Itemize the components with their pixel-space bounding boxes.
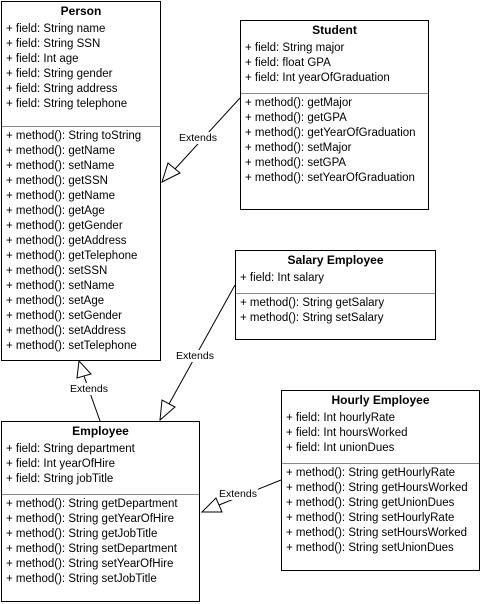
fields-section: + field: Int salary [236, 269, 435, 293]
edge-label-hourly: Extends [218, 488, 258, 500]
method: + method(): setName [6, 280, 115, 292]
method: + method(): setTelephone [6, 340, 137, 352]
method: + method(): getName [6, 190, 115, 202]
method: + method(): String getYearOfHire [6, 513, 175, 525]
field: + field: String SSN [6, 38, 101, 50]
class-title: Employee [72, 424, 129, 438]
fields-section: + field: Int hourlyRate + field: Int hou… [282, 409, 479, 463]
field: + field: String jobTitle [6, 473, 114, 485]
methods-section: + method(): String getSalary + method():… [236, 293, 435, 326]
class-title: Person [60, 4, 102, 18]
method: + method(): getSSN [6, 175, 108, 187]
arrowhead-student-person [161, 162, 181, 183]
method: + method(): setAddress [6, 325, 126, 337]
edge-salary-employee [168, 284, 236, 405]
field: + field: String major [245, 42, 345, 54]
field: + field: Int age [6, 53, 79, 65]
arrowhead-salary-employee [159, 399, 176, 422]
method: + method(): String getHoursWorked [286, 482, 468, 494]
method: + method(): setMajor [245, 142, 352, 154]
method: + method(): setSSN [6, 265, 108, 277]
field: + field: Int hoursWorked [286, 427, 408, 439]
method: + method(): setGPA [245, 157, 347, 169]
method: + method(): String setHourlyRate [286, 512, 455, 524]
class-student: Student + field: String major + field: f… [240, 20, 429, 210]
field: + field: String gender [6, 68, 113, 80]
class-title: Student [312, 23, 357, 37]
methods-section: + method(): String getHourlyRate + metho… [282, 463, 479, 556]
method: + method(): getAge [6, 205, 105, 217]
fields-section: + field: String name + field: String SSN… [2, 20, 160, 126]
method: + method(): String setUnionDues [286, 542, 454, 554]
field: + field: Int unionDues [286, 442, 395, 454]
method: + method(): String setSalary [240, 312, 384, 324]
arrowhead-hourly-employee [200, 497, 223, 513]
method: + method(): setName [6, 160, 115, 172]
arrowhead-employee-person [76, 359, 92, 379]
method: + method(): String getHourlyRate [286, 467, 456, 479]
field: + field: Int yearOfGraduation [245, 72, 390, 84]
class-salary-employee: Salary Employee + field: Int salary + me… [235, 250, 436, 340]
method: + method(): getTelephone [6, 250, 138, 262]
class-title: Salary Employee [287, 253, 384, 267]
method: + method(): getGender [6, 220, 123, 232]
edge-label-salary: Extends [175, 350, 215, 362]
field: + field: Int yearOfHire [6, 458, 115, 470]
class-employee: Employee + field: String department + fi… [1, 421, 200, 602]
method: + method(): String setJobTitle [6, 573, 157, 585]
method: + method(): getYearOfGraduation [245, 127, 416, 139]
method: + method(): getAddress [6, 235, 127, 247]
class-hourly-employee: Hourly Employee + field: Int hourlyRate … [281, 390, 480, 571]
class-title: Hourly Employee [331, 393, 430, 407]
fields-section: + field: String major + field: float GPA… [241, 39, 428, 93]
method: + method(): String getUnionDues [286, 497, 455, 509]
method: + method(): String getSalary [240, 297, 385, 309]
method: + method(): setGender [6, 310, 123, 322]
field: + field: String address [6, 83, 118, 95]
field: + field: String name [6, 23, 106, 35]
edge-label-student: Extends [178, 132, 218, 144]
method: + method(): String toString [6, 130, 142, 142]
field: + field: Int salary [240, 272, 325, 284]
field: + field: String telephone [6, 98, 128, 110]
field: + field: Int hourlyRate [286, 412, 395, 424]
class-person: Person + field: String name + field: Str… [1, 1, 161, 361]
fields-section: + field: String department + field: Int … [2, 440, 199, 494]
method: + method(): getMajor [245, 97, 353, 109]
method: + method(): String getDepartment [6, 498, 178, 510]
method: + method(): setYearOfGraduation [245, 172, 415, 184]
method: + method(): setAge [6, 295, 105, 307]
field: + field: String department [6, 443, 135, 455]
method: + method(): String getJobTitle [6, 528, 158, 540]
method: + method(): getName [6, 145, 115, 157]
method: + method(): String setDepartment [6, 543, 177, 555]
methods-section: + method(): String getDepartment + metho… [2, 494, 199, 587]
method: + method(): String setHoursWorked [286, 527, 467, 539]
method: + method(): String setYearOfHire [6, 558, 174, 570]
methods-section: + method(): getMajor + method(): getGPA … [241, 93, 428, 186]
field: + field: float GPA [245, 57, 331, 69]
methods-section: + method(): String toString + method(): … [2, 126, 160, 354]
method: + method(): getGPA [245, 112, 347, 124]
edge-label-employee: Extends [69, 383, 109, 395]
